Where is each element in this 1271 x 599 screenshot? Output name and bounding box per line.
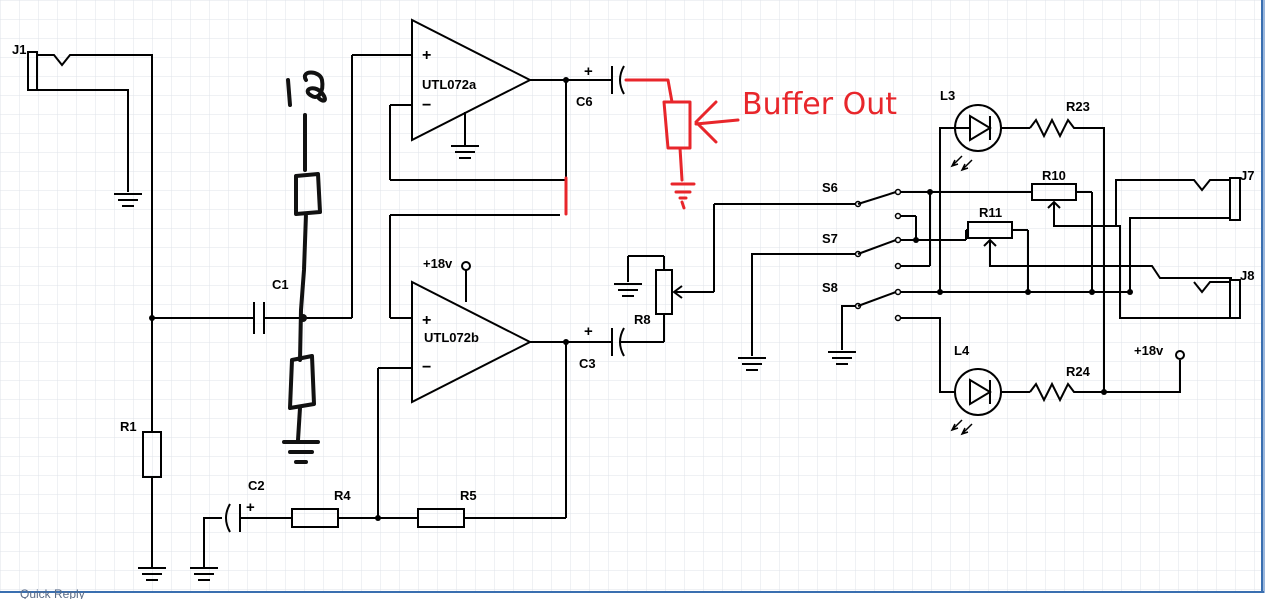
c6-plus: + <box>584 63 593 80</box>
red-annotation-buffer-out <box>564 78 740 216</box>
label-c6: C6 <box>576 94 593 109</box>
label-s6: S6 <box>822 180 838 195</box>
switch-s6 <box>854 188 930 240</box>
label-utl072a: UTL072a <box>422 77 477 92</box>
opamp-b-minus: − <box>422 359 431 376</box>
label-r24: R24 <box>1066 364 1091 379</box>
label-r23: R23 <box>1066 99 1090 114</box>
handdrawn-pulldown-resistor <box>282 70 327 464</box>
resistor-r24 <box>1029 350 1185 403</box>
label-c2: C2 <box>248 478 265 493</box>
jack-j7 <box>1115 177 1241 295</box>
capacitor-c1 <box>152 54 412 334</box>
led-l3 <box>927 104 1030 295</box>
label-utl072b: UTL072b <box>424 330 479 345</box>
capacitor-c3 <box>611 314 665 357</box>
label-r10: R10 <box>1042 168 1066 183</box>
c2-plus: + <box>246 499 255 516</box>
footer-text: Quick Reply <box>20 587 85 599</box>
label-r5: R5 <box>460 488 477 503</box>
label-c1: C1 <box>272 277 289 292</box>
label-r4: R4 <box>334 488 351 503</box>
resistor-r5 <box>417 508 566 528</box>
label-r1: R1 <box>120 419 137 434</box>
c3-plus: + <box>584 323 593 340</box>
jack-j8 <box>1193 279 1241 319</box>
potentiometer-r8 <box>614 203 856 315</box>
label-18v-opamp: +18v <box>423 256 453 271</box>
led-l4 <box>950 368 1030 436</box>
potentiometer-r11 <box>965 221 1232 295</box>
opamp-a-minus: − <box>422 97 431 114</box>
label-c3: C3 <box>579 356 596 371</box>
label-j7: J7 <box>1240 168 1254 183</box>
opamp-b-plus: + <box>422 312 431 329</box>
opamp-utl072b <box>377 214 612 518</box>
resistor-r1 <box>138 315 166 581</box>
potentiometer-r10 <box>930 183 1232 319</box>
label-s8: S8 <box>822 280 838 295</box>
resistor-r4 <box>240 508 418 528</box>
switch-s7 <box>738 236 966 371</box>
label-r8: R8 <box>634 312 651 327</box>
buffer-out-annotation: Buffer Out <box>742 87 897 122</box>
label-l3: L3 <box>940 88 955 103</box>
opamp-a-plus: + <box>422 47 431 64</box>
label-s7: S7 <box>822 231 838 246</box>
label-l4: L4 <box>954 343 970 358</box>
label-18v-right: +18v <box>1134 343 1164 358</box>
label-r11: R11 <box>979 205 1002 220</box>
opamp-utl072a <box>389 18 612 181</box>
label-j8: J8 <box>1240 268 1254 283</box>
label-j1: J1 <box>12 42 26 57</box>
jack-j1 <box>27 51 153 318</box>
capacitor-c6 <box>611 65 625 95</box>
